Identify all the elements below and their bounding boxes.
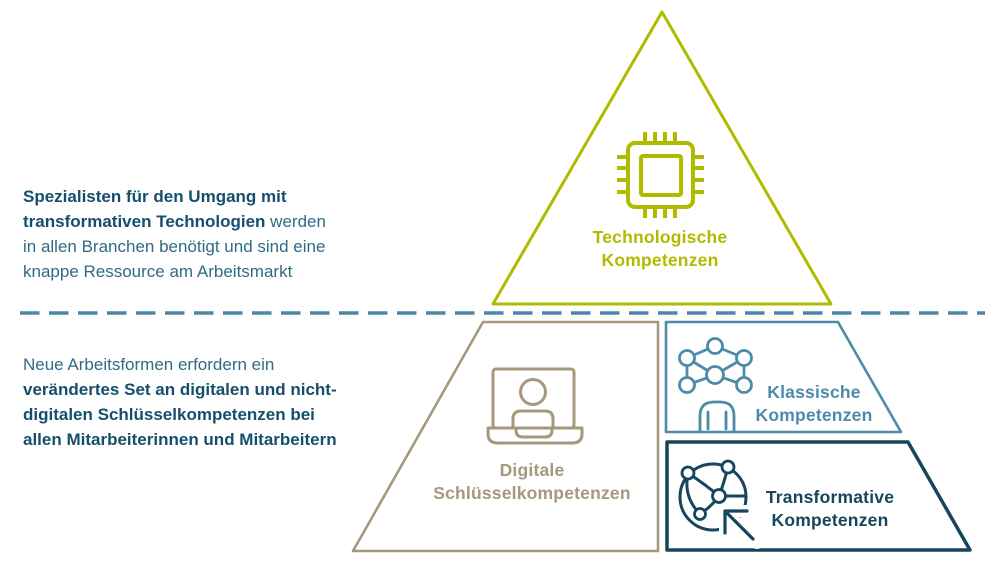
intro-top-text: Spezialisten für den Umgang mit transfor… bbox=[23, 184, 353, 284]
technology-triangle bbox=[491, 10, 833, 306]
globe-arrow-icon bbox=[678, 459, 763, 549]
klassisch-label: Klassische Kompetenzen bbox=[724, 381, 904, 427]
intro-top-line4: knappe Ressource am Arbeitsmarkt bbox=[23, 262, 293, 281]
transformativ-label-line2: Kompetenzen bbox=[771, 510, 889, 530]
transformativ-label-line1: Transformative bbox=[765, 487, 895, 507]
tech-label: Technologische Kompetenzen bbox=[555, 226, 765, 272]
intro-bottom-line1: Neue Arbeitsformen erfordern ein bbox=[23, 355, 275, 374]
digital-label-line1: Digitale bbox=[499, 460, 565, 480]
digital-label-line2: Schlüsselkompetenzen bbox=[433, 483, 631, 503]
klassisch-label-line2: Kompetenzen bbox=[755, 405, 873, 425]
transformativ-label: Transformative Kompetenzen bbox=[728, 486, 932, 532]
intro-bottom-line2: verändertes Set an digitalen und nicht- bbox=[23, 380, 337, 399]
network-person-icon bbox=[678, 337, 753, 433]
chip-icon bbox=[617, 132, 704, 218]
intro-top-line1: Spezialisten für den Umgang mit bbox=[23, 187, 287, 206]
intro-top-line2-rest: werden bbox=[265, 212, 326, 231]
tech-label-line1: Technologische bbox=[592, 227, 728, 247]
tech-label-line2: Kompetenzen bbox=[601, 250, 719, 270]
digital-trapezoid bbox=[351, 320, 660, 553]
transformativ-trapezoid bbox=[665, 440, 972, 552]
laptop-user-icon bbox=[486, 367, 584, 445]
intro-bottom-line3: digitalen Schlüsselkompetenzen bei bbox=[23, 405, 315, 424]
intro-top-line2-bold: transformativen Technologien bbox=[23, 212, 266, 231]
intro-bottom-text: Neue Arbeitsformen erfordern ein verände… bbox=[23, 352, 353, 452]
klassisch-trapezoid bbox=[664, 320, 903, 434]
intro-top-line3: in allen Branchen benötigt und sind eine bbox=[23, 237, 326, 256]
intro-bottom-line4: allen Mitarbeiterinnen und Mitarbeitern bbox=[23, 430, 337, 449]
klassisch-label-line1: Klassische bbox=[767, 382, 861, 402]
digital-label: Digitale Schlüsselkompetenzen bbox=[407, 459, 657, 505]
